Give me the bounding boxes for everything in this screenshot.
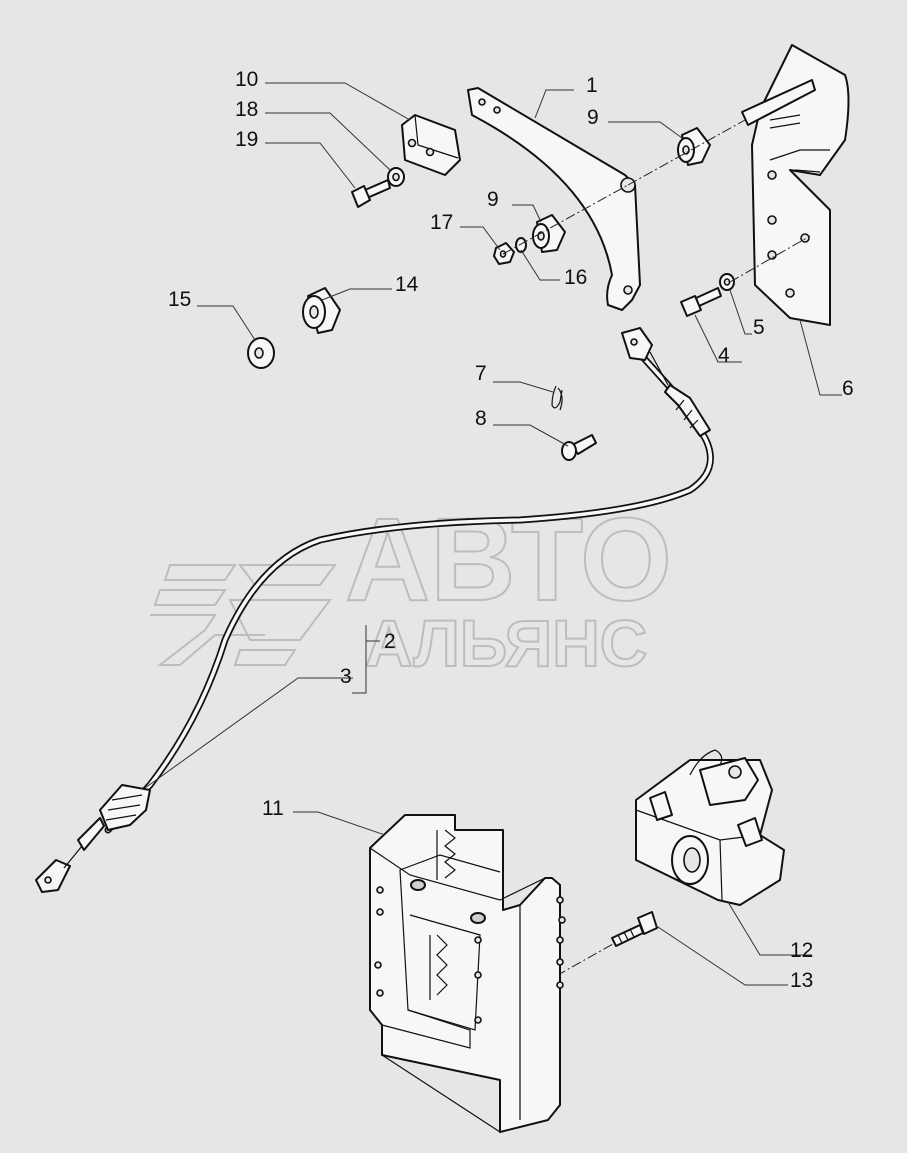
part-13-bolt bbox=[611, 911, 658, 947]
callout-11: 11 bbox=[262, 797, 284, 820]
callout-10: 10 bbox=[235, 68, 258, 91]
part-14-spacer bbox=[302, 287, 341, 334]
part-11-teeth-upper bbox=[436, 829, 456, 880]
callout-2: 2 bbox=[384, 630, 396, 653]
part-11-hitch-frame bbox=[369, 814, 566, 1133]
part-11-pins bbox=[410, 879, 486, 924]
part-8-clevis-pin bbox=[561, 434, 597, 461]
callout-15: 15 bbox=[168, 288, 191, 311]
part-9-spacer-lower bbox=[532, 214, 566, 253]
callout-13: 13 bbox=[790, 969, 813, 992]
callout-5: 5 bbox=[753, 316, 765, 339]
part-12-hook-body bbox=[635, 749, 785, 906]
part-16-washer bbox=[515, 237, 527, 253]
callout-6: 6 bbox=[842, 377, 854, 400]
watermark-line1: АВТО bbox=[345, 494, 672, 626]
leader-lines bbox=[144, 82, 842, 986]
callout-4: 4 bbox=[718, 344, 730, 367]
callout-12: 12 bbox=[790, 939, 813, 962]
callout-3: 3 bbox=[340, 665, 352, 688]
callout-17: 17 bbox=[430, 211, 453, 234]
part-4-bolt bbox=[680, 287, 722, 317]
part-10-block bbox=[401, 114, 461, 176]
callout-9-lower: 9 bbox=[487, 188, 499, 211]
callout-19: 19 bbox=[235, 128, 258, 151]
watermark-logo-icon bbox=[150, 564, 337, 666]
callout-14: 14 bbox=[395, 273, 419, 296]
callout-18: 18 bbox=[235, 98, 258, 121]
part-2-3-control-cable bbox=[35, 327, 714, 893]
callout-16: 16 bbox=[564, 266, 587, 289]
part-15-nut bbox=[247, 337, 275, 369]
callouts: 1 2 3 4 5 6 7 8 9 9 10 11 12 13 14 15 16… bbox=[168, 68, 854, 992]
callout-9-upper: 9 bbox=[587, 106, 599, 129]
callout-8: 8 bbox=[475, 407, 487, 430]
part-6-mounting-plate bbox=[741, 44, 850, 326]
watermark: АВТО АЛЬЯНС bbox=[150, 493, 673, 681]
part-11-side-holes bbox=[374, 886, 566, 1024]
part-9-spacer-upper bbox=[677, 127, 711, 166]
part-11-teeth-lower bbox=[429, 934, 448, 1000]
callout-1: 1 bbox=[586, 74, 598, 97]
part-5-washer bbox=[719, 273, 735, 291]
callout-7: 7 bbox=[475, 362, 487, 385]
part-7-spring-clip bbox=[551, 385, 563, 411]
part-19-bolt bbox=[351, 179, 391, 208]
part-18-washer bbox=[387, 167, 405, 187]
watermark-line2: АЛЬЯНС bbox=[365, 606, 647, 680]
